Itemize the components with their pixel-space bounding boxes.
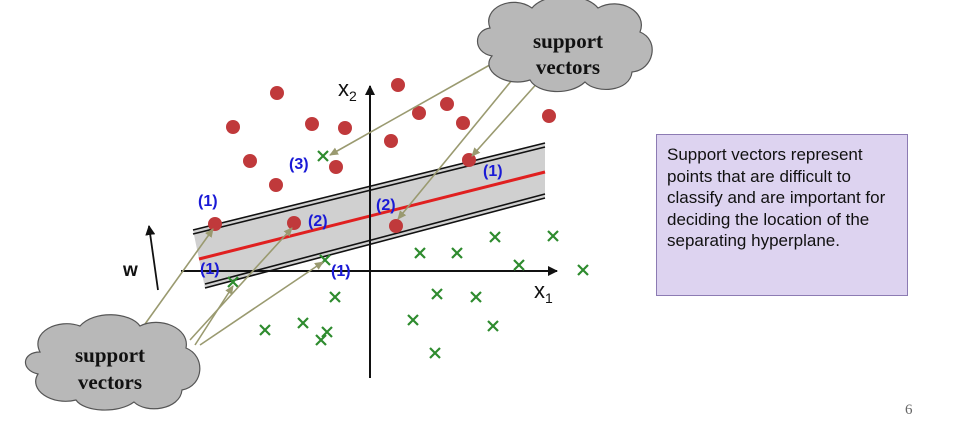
cross-point (577, 264, 589, 276)
weight-vector-arrow (145, 225, 159, 291)
cross-point (329, 291, 341, 303)
x2-axis-label: x2 (338, 76, 357, 104)
circle-class-points (208, 78, 556, 233)
circle-point (391, 78, 405, 92)
circle-point (226, 120, 240, 134)
cross-point (489, 231, 501, 243)
weight-vector-label: w (122, 260, 138, 281)
circle-point (243, 154, 257, 168)
circle-point (269, 178, 283, 192)
cross-point (429, 347, 441, 359)
circle-point (208, 217, 222, 231)
cloud-top-line2: vectors (536, 55, 600, 79)
tag-1-bottom-mid: (1) (331, 263, 351, 280)
tag-1-left: (1) (198, 193, 218, 210)
circle-point (329, 160, 343, 174)
support-vector-note: Support vectors represent points that ar… (656, 134, 908, 296)
cross-point (259, 324, 271, 336)
arrow-bottom-to-mid-2 (189, 227, 293, 341)
tag-1-bottom-left: (1) (200, 261, 220, 278)
circle-point (305, 117, 319, 131)
cross-point (321, 326, 333, 338)
arrow-bottom-to-cross-mid (199, 261, 324, 346)
arrow-bottom-to-cross-left (194, 285, 234, 346)
circle-point (270, 86, 284, 100)
cross-point (451, 247, 463, 259)
cross-point (431, 288, 443, 300)
circle-point (412, 106, 426, 120)
cross-point (470, 291, 482, 303)
circle-point (456, 116, 470, 130)
cloud-bottom-line1: support (75, 343, 145, 367)
axes (181, 85, 558, 378)
cross-point (297, 317, 309, 329)
cloud-bottom-line2: vectors (78, 370, 142, 394)
separating-hyperplane (198, 170, 546, 261)
tag-2-center: (2) (376, 197, 396, 214)
cross-class-points (227, 150, 589, 359)
circle-point (287, 216, 301, 230)
cross-point (317, 150, 329, 162)
circle-point (389, 219, 403, 233)
circle-point (440, 97, 454, 111)
cross-point (407, 314, 419, 326)
x1-axis-label: x1 (534, 278, 553, 306)
circle-point (462, 153, 476, 167)
cross-point (315, 334, 327, 346)
circle-point (338, 121, 352, 135)
tag-1-right: (1) (483, 163, 503, 180)
tag-3: (3) (289, 156, 309, 173)
circle-point (542, 109, 556, 123)
arrow-top-to-center-2 (397, 79, 513, 220)
cross-point (487, 320, 499, 332)
arrow-top-to-right-1 (471, 79, 541, 157)
arrow-top-to-3 (329, 61, 496, 156)
page-number: 6 (905, 402, 913, 418)
support-vectors-cloud-bottom: support vectors (24, 314, 201, 411)
cloud-top-line1: support (533, 29, 603, 53)
cross-point (547, 230, 559, 242)
cross-point (414, 247, 426, 259)
circle-point (384, 134, 398, 148)
cross-point (513, 259, 525, 271)
tag-2-mid: (2) (308, 213, 328, 230)
support-vectors-cloud-top: support vectors (476, 0, 653, 93)
